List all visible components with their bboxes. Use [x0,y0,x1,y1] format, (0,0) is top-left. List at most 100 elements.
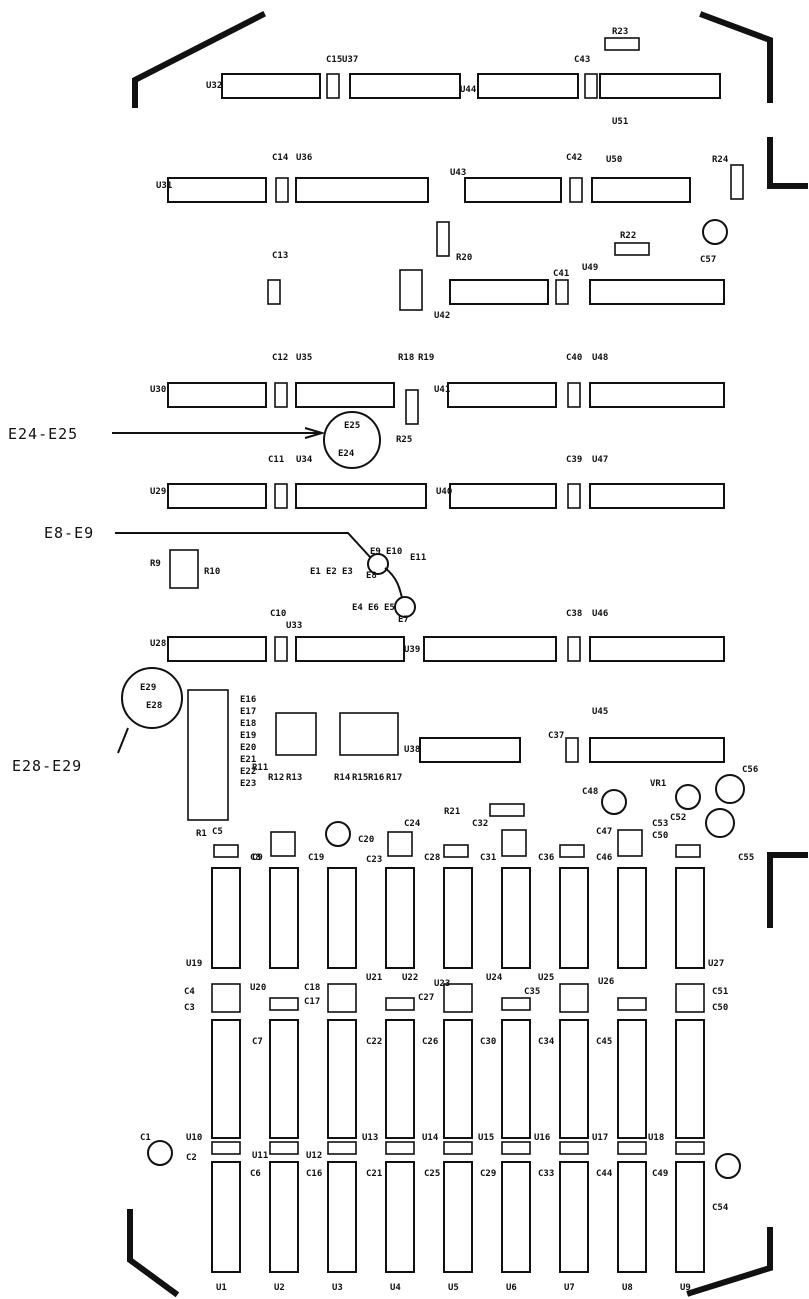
cap-c52 [675,784,701,810]
label-c26: C26 [422,1037,438,1047]
label-u36: U36 [296,153,312,163]
label-u48: U48 [592,353,608,363]
res-pack-r14-r17 [339,712,399,756]
label-u27: U27 [708,959,724,969]
label-r21: R21 [444,807,460,817]
label-c50b: C50 [712,1003,728,1013]
label-c21: C21 [366,1169,382,1179]
label-e8: E8 [366,571,377,581]
label-u4: U4 [390,1283,401,1293]
label-c6: C6 [250,1169,261,1179]
chip-u33 [295,636,405,662]
chip-u36 [295,177,429,203]
label-c49: C49 [652,1169,668,1179]
chip-u40 [449,483,557,509]
cap-c56 [715,774,745,804]
chip-u49 [589,279,725,305]
label-c54: C54 [712,1203,729,1213]
label-c7: C7 [252,1037,263,1047]
cap-c14 [275,177,289,203]
label-r20: R20 [456,253,472,263]
label-c50: C50 [652,831,668,841]
label-c35: C35 [524,987,540,997]
label-e3: E3 [342,567,353,577]
label-u13: U13 [362,1133,378,1143]
label-u49: U49 [582,263,598,273]
label-u28: U28 [150,639,166,649]
label-u33: U33 [286,621,302,631]
label-c43: C43 [574,55,590,65]
label-r17: R17 [386,773,402,783]
label-c30: C30 [480,1037,496,1047]
label-e17: E17 [240,707,256,717]
label-u18: U18 [648,1133,664,1143]
label-u38: U38 [404,745,420,755]
label-c11: C11 [268,455,284,465]
label-e16: E16 [240,695,256,705]
label-u15: U15 [478,1133,494,1143]
chip-u31 [167,177,267,203]
cap-c9 [270,831,296,857]
jumper-e8-e9-ring [367,553,389,575]
label-c18: C18 [304,983,320,993]
chip-u29 [167,483,267,509]
label-c55: C55 [738,853,754,863]
label-c38: C38 [566,609,582,619]
board-frame [127,10,808,1298]
label-c41: C41 [553,269,569,279]
label-r10: R10 [204,567,220,577]
chip-u34 [295,483,427,509]
label-e21: E21 [240,755,256,765]
cap-c37 [565,737,579,763]
label-c31: C31 [480,853,496,863]
res-pack-r1 [187,689,229,821]
chip-u43 [464,177,562,203]
chip-u45 [589,737,725,763]
cap-c38 [567,636,581,662]
cap-c57 [702,219,728,245]
label-c15: C15 [326,55,342,65]
cap-c36 [559,844,585,858]
label-e23: E23 [240,779,256,789]
label-c25: C25 [424,1169,440,1179]
middle-caps [211,983,705,1013]
cap-c12 [274,382,288,408]
cap-c47 [617,829,643,857]
label-r12: R12 [268,773,284,783]
label-c56: C56 [742,765,758,775]
label-c19: C19 [308,853,324,863]
res-pack-r11-r13 [275,712,317,756]
label-r1: R1 [196,829,207,839]
label-c53: C53 [652,819,668,829]
label-r23: R23 [612,27,628,37]
chip-u47 [589,483,725,509]
label-u43: U43 [450,168,466,178]
label-c2: C2 [186,1153,197,1163]
label-c36: C36 [538,853,554,863]
label-c22: C22 [366,1037,382,1047]
label-u45: U45 [592,707,608,717]
label-u32: U32 [206,81,222,91]
label-c27: C27 [418,993,434,1003]
label-u35: U35 [296,353,312,363]
label-r22: R22 [620,231,636,241]
label-c16: C16 [306,1169,322,1179]
middle-vertical-chips [211,1019,705,1139]
chip-u42 [449,279,549,305]
chip-u39 [423,636,557,662]
label-u47: U47 [592,455,608,465]
label-r18: R18 [398,353,414,363]
label-u25: U25 [538,973,554,983]
label-c47: C47 [596,827,612,837]
cap-c39 [567,483,581,509]
cap-c5 [213,844,239,858]
label-u11: U11 [252,1151,268,1161]
label-u2: U2 [274,1283,285,1293]
label-e9: E9 [370,547,381,557]
label-e25: E25 [344,421,360,431]
chip-u32 [221,73,321,99]
label-r13: R13 [286,773,302,783]
label-e29: E29 [140,683,156,693]
label-u12: U12 [306,1151,322,1161]
label-r16: R16 [368,773,384,783]
